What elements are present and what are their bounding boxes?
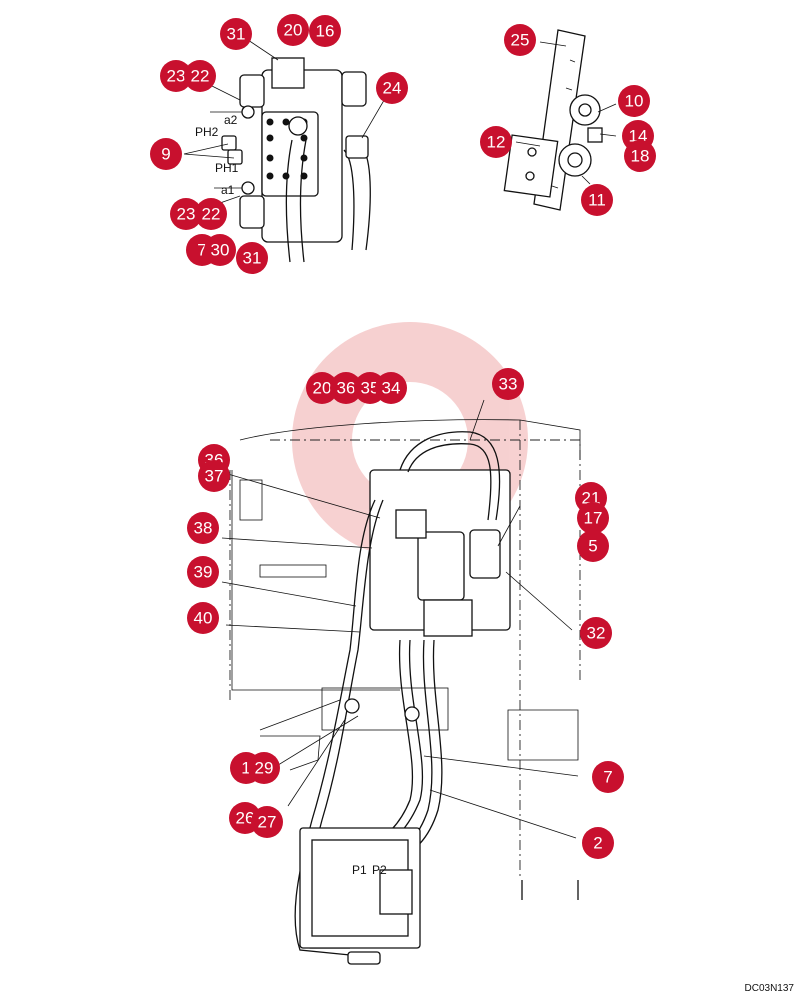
detail-a-valve — [183, 39, 391, 263]
svg-text:27: 27 — [258, 813, 277, 832]
callout-marker: 30 — [204, 234, 236, 266]
svg-text:25: 25 — [511, 31, 530, 50]
svg-text:2: 2 — [593, 834, 602, 853]
callout-marker: 26 — [229, 802, 261, 834]
svg-text:7: 7 — [603, 768, 612, 787]
svg-text:26: 26 — [236, 809, 255, 828]
svg-text:11: 11 — [588, 191, 606, 210]
callout-marker: 18 — [624, 140, 656, 172]
callout-marker: 37 — [198, 460, 230, 492]
svg-text:1: 1 — [241, 759, 250, 778]
callout-marker: 22 — [195, 198, 227, 230]
callout-marker: 40 — [187, 602, 219, 634]
svg-text:23: 23 — [177, 205, 196, 224]
svg-text:35: 35 — [361, 379, 380, 398]
svg-text:12: 12 — [487, 133, 506, 152]
callout-marker: 11 — [581, 184, 613, 216]
callout-marker: 32 — [580, 617, 612, 649]
svg-text:30: 30 — [211, 241, 230, 260]
port-label-p1: P1 — [352, 863, 367, 877]
callout-marker: 34 — [375, 372, 407, 404]
callout-marker: 16 — [309, 15, 341, 47]
detail-b-bracket — [503, 29, 617, 211]
callout-marker: 20 — [306, 372, 338, 404]
callout-marker: 36 — [330, 372, 362, 404]
port-label-p2: P2 — [372, 863, 387, 877]
callout-marker: 9 — [150, 138, 182, 170]
callout-marker: 12 — [480, 126, 512, 158]
callout-marker: 29 — [248, 752, 280, 784]
svg-text:24: 24 — [383, 79, 402, 98]
svg-text:31: 31 — [227, 25, 246, 44]
callout-marker: 5 — [577, 530, 609, 562]
svg-text:40: 40 — [194, 609, 213, 628]
svg-text:39: 39 — [194, 563, 213, 582]
callout-marker: 33 — [492, 368, 524, 400]
callout-marker: 23 — [160, 60, 192, 92]
callout-marker: 10 — [618, 85, 650, 117]
svg-text:29: 29 — [255, 759, 274, 778]
svg-text:33: 33 — [499, 375, 518, 394]
callout-marker: 38 — [187, 512, 219, 544]
callout-marker: 17 — [577, 502, 609, 534]
svg-text:18: 18 — [631, 147, 650, 166]
svg-text:22: 22 — [191, 67, 210, 86]
callout-marker: 27 — [251, 806, 283, 838]
callout-marker: 39 — [187, 556, 219, 588]
callout-marker: 25 — [504, 24, 536, 56]
callout-marker: 20 — [277, 14, 309, 46]
port-label-ph1: PH1 — [215, 161, 239, 175]
svg-text:36: 36 — [337, 379, 356, 398]
svg-text:9: 9 — [161, 145, 170, 164]
callout-marker: 22 — [184, 60, 216, 92]
svg-text:10: 10 — [625, 92, 644, 111]
port-label-a2: a2 — [224, 113, 238, 127]
callout-marker: 23 — [170, 198, 202, 230]
svg-text:17: 17 — [584, 509, 603, 528]
svg-text:31: 31 — [243, 249, 262, 268]
svg-text:22: 22 — [202, 205, 221, 224]
callout-marker: 24 — [376, 72, 408, 104]
svg-text:37: 37 — [205, 467, 224, 486]
svg-text:5: 5 — [588, 537, 597, 556]
callout-marker: 2 — [582, 827, 614, 859]
main-view-machine — [213, 399, 581, 965]
svg-text:20: 20 — [313, 379, 332, 398]
svg-text:20: 20 — [284, 21, 303, 40]
drawing-code: DC03N137 — [744, 983, 794, 994]
callout-marker: 31 — [236, 242, 268, 274]
svg-text:23: 23 — [167, 67, 186, 86]
svg-text:38: 38 — [194, 519, 213, 538]
port-label-a1: a1 — [221, 183, 235, 197]
callout-group: 31 20 16 23 22 24 9 23 22 7 30 31 25 10 … — [150, 14, 656, 859]
svg-text:7: 7 — [197, 241, 206, 260]
svg-text:16: 16 — [316, 22, 335, 41]
svg-text:34: 34 — [382, 379, 401, 398]
svg-text:32: 32 — [587, 624, 606, 643]
callout-marker: 31 — [220, 18, 252, 50]
callout-marker: 7 — [592, 761, 624, 793]
port-label-ph2: PH2 — [195, 125, 219, 139]
